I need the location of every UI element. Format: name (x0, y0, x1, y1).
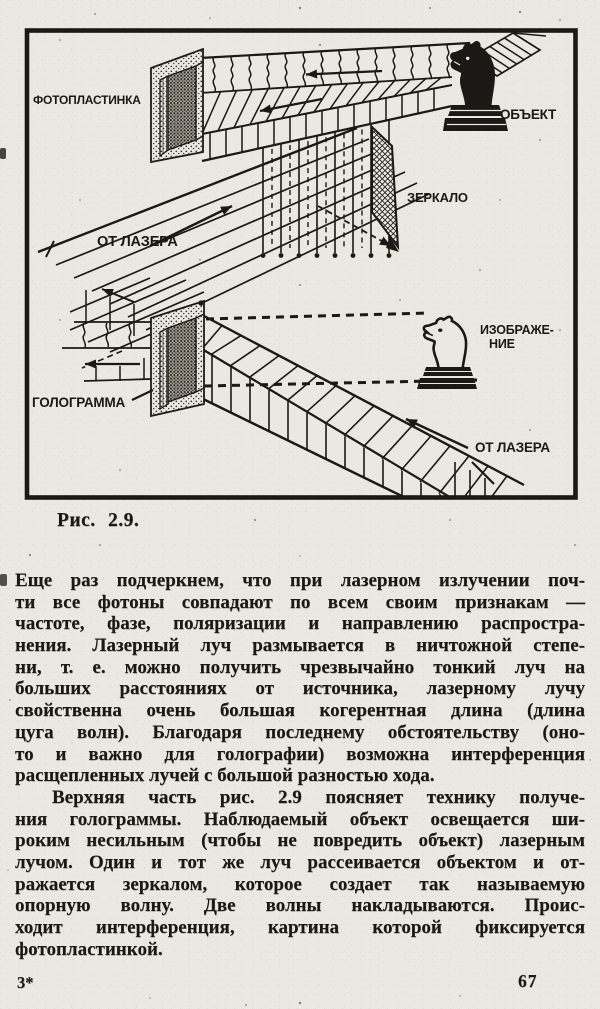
paragraph1-line: больших расстояниях от источника, лазерн… (15, 678, 585, 700)
label-hologram: ГОЛОГРАММА (32, 395, 126, 410)
paragraph1-line: частоте, фазе, поляризации и направлению… (15, 613, 585, 635)
label-photoplate: ФОТОПЛАСТИНКА (33, 93, 141, 107)
label-image-line2: НИЕ (489, 337, 515, 351)
paragraph1-line: нения. Лазерный луч размывается в ничтож… (15, 635, 585, 657)
object-knight (443, 41, 508, 131)
label-from-laser-top: ОТ ЛАЗЕРА (97, 234, 178, 250)
paragraph1-line: ни, т. е. можно получить чрезвычайно тон… (15, 656, 585, 678)
figure-frame (24, 28, 578, 500)
paragraph1-line: цуга волн). Благодаря последнему обстоят… (15, 721, 585, 743)
scan-edge-mark (0, 148, 6, 159)
scan-edge-mark (0, 574, 7, 586)
body-text: Еще раз подчеркнем, что при лазерном изл… (15, 570, 585, 960)
paragraph1-line: расщепленных лучей с большой разностью х… (15, 765, 435, 787)
paragraph2-line: Верхняя часть рис. 2.9 поясняет технику … (52, 786, 585, 808)
page-number: 67 (518, 971, 538, 991)
reference-beam-slab (200, 72, 452, 161)
label-mirror: ЗЕРКАЛО (407, 190, 468, 205)
label-from-laser-bottom: ОТ ЛАЗЕРА (475, 440, 550, 455)
label-object: ОБЪЕКТ (500, 107, 557, 122)
signature-mark: 3* (17, 973, 34, 992)
paragraph2-line: роким несильным (чтобы не повредить объе… (15, 830, 585, 852)
bottom-diagram-reconstruction (62, 277, 525, 496)
paragraph2-line: ния голограммы. Наблюдаемый объект освещ… (15, 808, 585, 830)
paragraph1-line: ти все фотоны совпадают по всем своим пр… (15, 591, 585, 613)
reconstruction-beam (201, 316, 524, 496)
hologram-pointer-line (131, 389, 154, 401)
top-diagram-recording (37, 32, 547, 331)
paragraph2-line: фотопластинкой. (15, 938, 163, 960)
paragraph1-line: то и важно для голографии) возможна инте… (15, 743, 585, 765)
label-image-line1: ИЗОБРАЖЕ- (480, 323, 554, 337)
paragraph2-line: ражается зеркалом, которое создает так н… (15, 873, 585, 895)
paragraph1-line: Еще раз подчеркнем, что при лазерном изл… (15, 570, 585, 591)
image-knight-outline (417, 317, 477, 389)
paragraph2-line: опорную волну. Две волны накладываются. … (15, 895, 585, 917)
paragraph2-line: ходит интерференция, картина которой фик… (15, 917, 585, 938)
paragraph1-line: свойственна очень большая когерентная дл… (15, 700, 585, 722)
hologram-plate (150, 299, 205, 418)
paragraph2-line: лучом. Один и тот же луч рассеивается об… (15, 851, 585, 873)
photoplate (150, 47, 204, 164)
mirror (371, 124, 400, 252)
figure-caption: Рис. 2.9. (57, 510, 140, 531)
